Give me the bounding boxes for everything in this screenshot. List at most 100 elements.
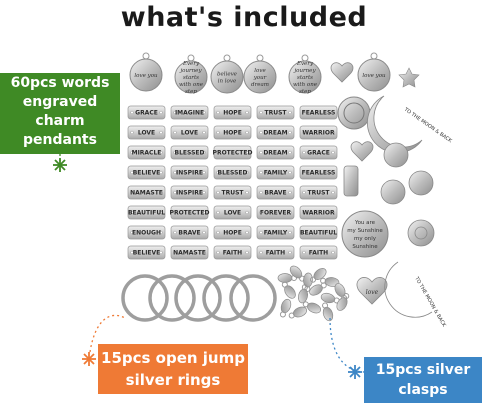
word-tag-label: GRACE [135,110,158,117]
word-tag: GRACE [127,105,166,120]
round-pendant-text: step [185,89,197,95]
word-tag-label: PROTECTED [213,150,253,157]
jump-rings-callout: 15pcs open jump silver rings [98,344,248,394]
round-pendant-text: with one [293,82,318,88]
word-tag-label: GRACE [307,150,330,157]
round-pendant-text: love you [362,73,386,79]
heart-pendant [330,62,354,83]
word-tag: BLESSED [170,145,209,160]
word-tag-label: NAMASTE [130,190,163,197]
round-pendant-text: in love [218,79,237,85]
disc-charm-4 [407,219,435,247]
word-tag: DREAM [256,125,295,140]
word-tag: TRUST [256,105,295,120]
word-tag: FOREVER [256,205,295,220]
word-tag-label: HOPE [223,130,242,137]
words-callout-line-4: pendants [23,132,97,148]
word-tag: TRUST [299,185,338,200]
word-tag-label: DREAM [263,130,287,137]
lobster-clasp-15 [336,293,350,311]
word-tag: BEAUTIFUL [299,225,338,240]
word-tag-label: WARRIOR [302,210,335,217]
sunshine-line-4: Sunshine [352,244,378,250]
round-pendant-text: starts [297,75,313,81]
round-pendant-text: your [253,75,267,81]
round-pendant-text: journey [179,68,202,74]
word-tag: FAITH [299,245,338,260]
sunshine-line-2: my Sunshine [347,228,383,234]
heart-charm-1 [350,141,374,162]
lobster-clasps-pile [277,265,350,322]
heart-label: love [366,289,379,296]
jump-ring-3 [174,274,222,322]
word-tag: NAMASTE [127,185,166,200]
word-tag-label: HOPE [223,230,242,237]
jump-ring-1 [121,274,169,322]
sparkle-blue [348,365,362,379]
word-tag: DREAM [256,145,295,160]
word-tag: ENOUGH [127,225,166,240]
word-tag: NAMASTE [170,245,209,260]
word-tag-label: PROTECTED [170,210,210,217]
clasps-callout-line-1: 15pcs silver [375,362,471,378]
word-tag-label: NAMASTE [173,250,206,257]
jump-ring-2 [148,274,196,322]
round-pendant-text: dream [251,82,269,88]
sunshine-line-1: You are [354,220,376,226]
word-tag: FAITH [256,245,295,260]
blue-connector [329,317,366,373]
word-tag-label: DREAM [263,150,287,157]
word-tag: INSPIRE [170,185,209,200]
words-pendants-callout: 60pcs words engraved charm pendants [0,73,120,154]
word-tag: HOPE [213,105,252,120]
word-tag-label: FAMILY [264,170,288,177]
jump-ring-5 [229,274,277,322]
round-pendant-text: journey [293,68,316,74]
word-tag-label: IMAGINE [175,110,204,117]
moon-bottom-label: TO THE MOON & BACK [413,275,447,329]
word-tag: BRAVE [256,185,295,200]
round-pendant-1: love you [129,52,163,92]
word-tag-label: BEAUTIFUL [128,210,165,217]
clasps-callout-line-2: clasps [398,382,448,398]
word-tag: LOVE [213,205,252,220]
lobster-clasp-13 [302,301,322,314]
word-tag: FAMILY [256,225,295,240]
word-tag: LOVE [127,125,166,140]
word-tag-label: BELIEVE [133,170,161,177]
word-tag-label: BEAUTIFUL [300,230,337,237]
word-tag-label: MIRACLE [132,150,162,157]
word-tag: FEARLESS [299,165,338,180]
sparkle-green [53,158,67,172]
word-tag-label: BRAVE [264,190,286,197]
word-tag: TRUST [213,185,252,200]
round-pendant-6: love you [357,52,391,92]
word-tag-label: TRUST [265,110,288,117]
word-tag: PROTECTED [170,205,210,220]
round-pendant-text: with one [179,82,204,88]
word-tag-label: FOREVER [260,210,292,217]
orange-connector [89,314,126,353]
moon-charm-bottom [384,261,433,318]
words-callout-line-1: 60pcs words [10,75,110,91]
word-tag: PROTECTED [213,145,253,160]
rings-callout-line-1: 15pcs open jump [101,349,245,367]
word-tag: BLESSED [213,165,252,180]
word-tag: FAITH [213,245,252,260]
word-tag: BEAUTIFUL [127,205,166,220]
lobster-clasp-9 [320,292,340,304]
moon-charm-top [367,95,423,154]
lobster-clasp-4 [310,268,327,283]
page-title: what's included [120,2,368,33]
star-charm [398,67,420,88]
word-tag: IMAGINE [170,105,209,120]
round-pendant-text: Every [296,61,314,67]
word-tag: MIRACLE [127,145,166,160]
word-tag-label: BLESSED [175,150,205,157]
word-tag-label: FAMILY [264,230,288,237]
